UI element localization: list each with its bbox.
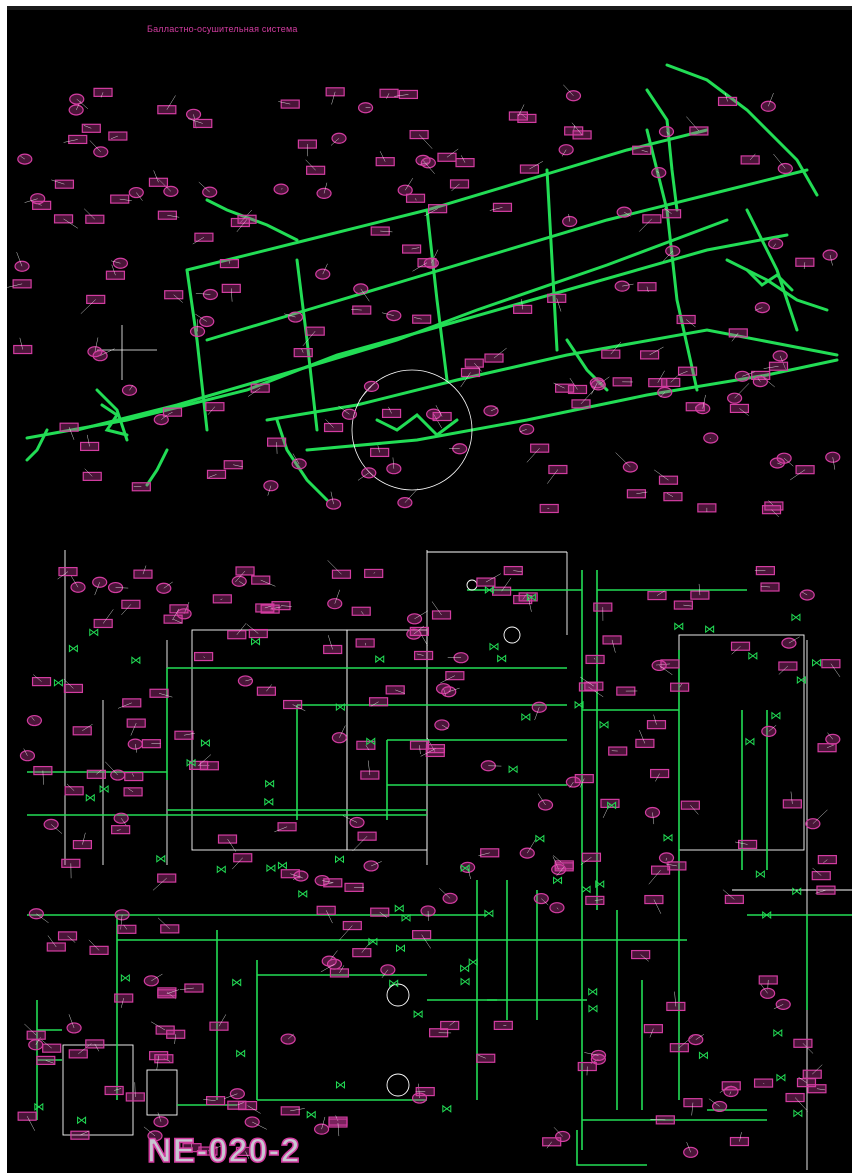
pipe-tag	[509, 112, 527, 120]
pipe-tag	[494, 1021, 512, 1029]
valve-icon	[772, 713, 780, 719]
valve-icon	[664, 835, 672, 841]
drawing-canvas: Балластно-осушительная система	[7, 6, 852, 1173]
valve-icon	[267, 865, 275, 871]
valve-icon	[554, 877, 562, 883]
valve-icon	[756, 871, 764, 877]
pipe-tag	[47, 943, 65, 951]
valve-icon	[522, 714, 530, 720]
schematic-pipes	[27, 570, 852, 1165]
pipe-tag	[64, 684, 82, 692]
leader-line	[813, 810, 828, 824]
pipe-tag	[644, 1025, 662, 1033]
valve-icon	[443, 1106, 451, 1112]
valve-icon	[390, 980, 398, 986]
valve-icon	[589, 1006, 597, 1012]
valve-icon	[793, 888, 801, 894]
valve-icon	[813, 660, 821, 666]
pipe-tag	[122, 385, 136, 395]
valve-icon	[336, 1082, 344, 1088]
valve-icon	[376, 656, 384, 662]
valve-icon	[266, 781, 274, 787]
valve-icon	[469, 959, 477, 965]
valve-icon	[90, 629, 98, 635]
valve-icon	[536, 836, 544, 842]
valve-icon	[509, 766, 517, 772]
valve-icon	[100, 786, 108, 792]
valve-icon	[201, 740, 209, 746]
valve-icon	[132, 657, 140, 663]
valve-icon	[490, 644, 498, 650]
valve-icon	[35, 1104, 43, 1110]
valve-icon	[749, 653, 757, 659]
valve-icon	[307, 1112, 315, 1118]
valve-icon	[582, 886, 590, 892]
valve-icon	[746, 739, 754, 745]
valve-icon	[774, 1030, 782, 1036]
valve-icon	[396, 945, 404, 951]
valve-icon	[675, 623, 683, 629]
valve-icon	[217, 866, 225, 872]
pipe-tag	[573, 131, 591, 139]
valve-icon	[252, 639, 260, 645]
valve-icon	[336, 856, 344, 862]
pipe-tag	[251, 384, 269, 392]
valve-icon	[498, 655, 506, 661]
valve-icon	[121, 975, 129, 981]
pipe-tag	[441, 1021, 459, 1029]
valve-icon	[706, 626, 714, 632]
isometric-tags	[7, 85, 840, 517]
valve-icon	[54, 680, 62, 686]
valve-icon	[777, 1075, 785, 1081]
valve-icon	[86, 795, 94, 801]
valve-icon	[157, 856, 165, 862]
valve-icon	[265, 799, 273, 805]
valve-icon	[237, 1051, 245, 1057]
valve-icon	[792, 614, 800, 620]
valve-icon	[233, 979, 241, 985]
valve-icon	[395, 905, 403, 911]
leader-line	[735, 383, 749, 398]
schematic-tags	[18, 560, 840, 1159]
pipe-tag	[418, 259, 436, 267]
valve-icon	[589, 989, 597, 995]
valve-icon	[485, 910, 493, 916]
valve-icon	[699, 1052, 707, 1058]
valve-icon	[278, 862, 286, 868]
valve-icon	[299, 891, 307, 897]
valve-icon	[600, 722, 608, 728]
valve-icon	[414, 1011, 422, 1017]
valve-icon	[402, 915, 410, 921]
valve-icon	[461, 979, 469, 985]
leader-line	[616, 453, 631, 467]
sheet-id: NE-020-2	[147, 1132, 301, 1171]
valve-icon	[461, 965, 469, 971]
valve-icon	[78, 1117, 86, 1123]
valve-icon	[69, 646, 77, 652]
piping-diagram	[7, 10, 852, 1173]
pipe-tag	[29, 1040, 43, 1050]
valve-icon	[794, 1110, 802, 1116]
